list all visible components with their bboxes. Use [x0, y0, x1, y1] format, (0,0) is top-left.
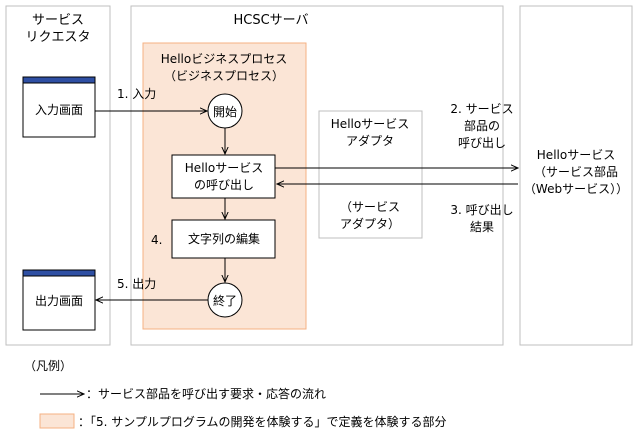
step-3-label-2: 結果	[470, 220, 494, 234]
service-adapter-box	[318, 110, 423, 239]
input-screen-label: 入力画面	[35, 103, 83, 117]
requester-title-2: リクエスタ	[25, 30, 90, 45]
edit-label: 文字列の編集	[188, 231, 260, 246]
input-screen: 入力画面	[22, 76, 96, 138]
server-title: HCSCサーバ	[233, 13, 308, 28]
start-label: 開始	[213, 105, 237, 119]
step-4-label: 4.	[151, 233, 162, 247]
service-label-1: Helloサービス	[537, 148, 615, 162]
process-title-1: Helloビジネスプロセス	[161, 52, 287, 66]
service-label-2: （サービス部品	[534, 164, 618, 179]
adapter-label-4: アダプタ）	[340, 216, 400, 231]
invoke-label-2: の呼び出し	[194, 178, 254, 192]
output-screen: 出力画面	[22, 269, 96, 331]
invoke-label-1: Helloサービス	[185, 161, 263, 175]
step-3-label-1: 3. 呼び出し	[450, 203, 513, 217]
step-2-label-3: 呼び出し	[458, 136, 506, 150]
adapter-label-2: アダプタ	[346, 133, 394, 148]
process-title-2: （ビジネスプロセス）	[164, 69, 284, 83]
edit-node	[171, 219, 276, 259]
step-1-label: 1. 入力	[117, 87, 156, 101]
legend-title: （凡例）	[24, 359, 72, 373]
step-2-label-2: 部品の	[464, 118, 500, 133]
adapter-label-1: Helloサービス	[331, 117, 409, 131]
requester-title-1: サービス	[32, 13, 84, 28]
legend-arrow-desc: ：サービス部品を呼び出す要求・応答の流れ	[86, 386, 326, 401]
service-lane	[519, 5, 633, 346]
step-5-label: 5. 出力	[117, 277, 156, 291]
output-screen-label: 出力画面	[35, 294, 83, 308]
invoke-node	[171, 154, 276, 199]
legend-area-desc: ：「5. サンプルプログラムの開発を体験する」で定義を体験する部分	[78, 414, 447, 429]
legend-area-swatch	[39, 413, 75, 429]
adapter-label-3: （サービス	[340, 200, 400, 214]
service-label-3: （Webサービス））	[524, 182, 628, 196]
end-label: 終了	[213, 293, 237, 308]
step-2-label-1: 2. サービス	[450, 102, 513, 116]
